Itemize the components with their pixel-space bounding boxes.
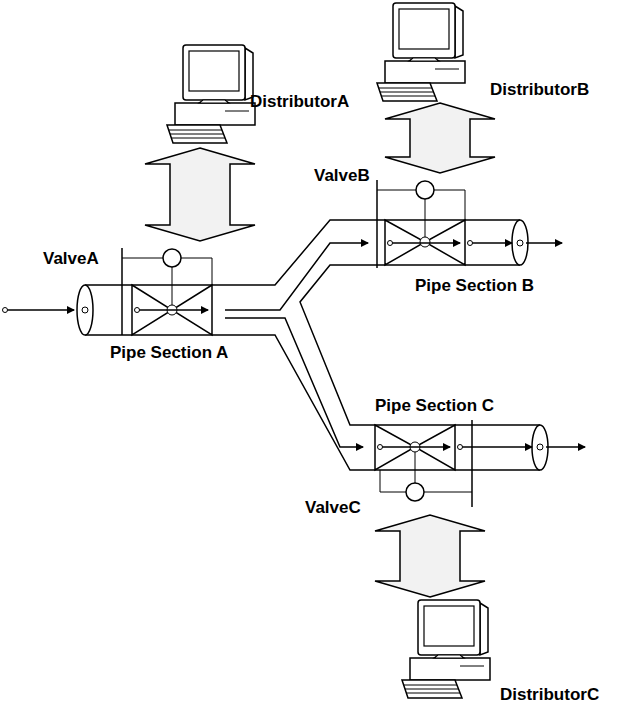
- valve-symbol: ValveB: [370, 176, 475, 270]
- distributor-computer: DistributorA: [165, 45, 260, 145]
- exchange-arrow: [145, 148, 255, 241]
- node-label: DistributorC: [500, 685, 599, 705]
- exchange-arrow: [385, 103, 495, 173]
- node-label: DistributorB: [490, 80, 589, 100]
- pipe-section-label: Pipe Section B: [415, 276, 534, 296]
- flow-arrow: [225, 318, 363, 447]
- exchange-arrow: [375, 515, 485, 597]
- distributor-computer: DistributorB: [375, 3, 470, 100]
- node-label: ValveB: [314, 166, 370, 186]
- node-label: DistributorA: [250, 92, 349, 112]
- valve-symbol: ValveC: [365, 418, 480, 512]
- pipe-section-label: Pipe Section C: [375, 396, 494, 416]
- node-label: ValveC: [305, 498, 361, 518]
- valve-symbol: ValveA: [115, 244, 225, 338]
- distributor-computer: DistributorC: [400, 600, 495, 700]
- pipe-section-label: Pipe Section A: [110, 343, 228, 363]
- flow-arrow: [225, 243, 368, 310]
- node-label: ValveA: [43, 249, 99, 269]
